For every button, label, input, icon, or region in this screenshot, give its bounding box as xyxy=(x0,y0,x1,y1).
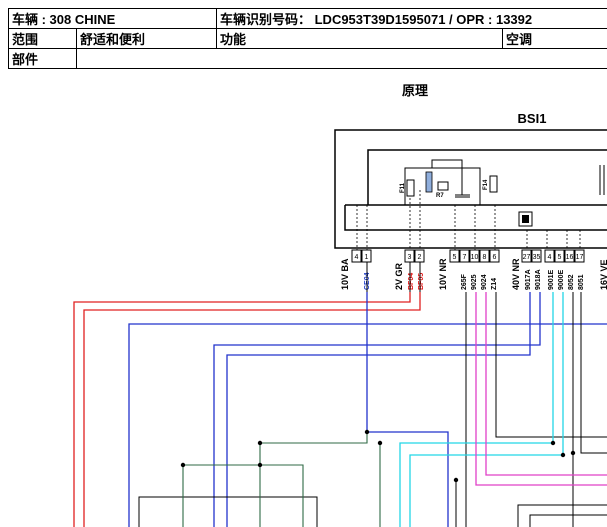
svg-text:35: 35 xyxy=(533,254,541,261)
blue-wires xyxy=(128,292,607,527)
svg-text:17: 17 xyxy=(576,254,584,261)
connector-10v-ba: 10V BA xyxy=(340,258,350,290)
wire-label-bf04: BF04 xyxy=(408,273,415,290)
svg-text:6: 6 xyxy=(493,254,497,261)
wire-label-9017a: 9017A xyxy=(525,269,532,290)
pin-stubs xyxy=(366,262,421,292)
wire-label-9001e: 9001E xyxy=(548,269,555,290)
module-label: BSI1 xyxy=(518,111,547,126)
wire-label-z14: Z14 xyxy=(491,278,498,290)
wire-label-9018a: 9018A xyxy=(535,269,542,290)
magenta-wires xyxy=(475,292,607,486)
svg-text:10: 10 xyxy=(471,254,479,261)
junction-dots xyxy=(180,429,576,483)
fuse-f14-label: F14 xyxy=(483,179,489,190)
fuse-f11-label: F11 xyxy=(400,182,406,193)
connector-names: 10V BA 2V GR 10V NR 40V NR 16V VE xyxy=(340,258,607,290)
wire-label-8051: 8051 xyxy=(578,274,585,290)
relay-r7-label: R7 xyxy=(436,193,444,199)
part-label: 部件 xyxy=(8,48,77,69)
connector-pins xyxy=(351,249,585,263)
connector-10v-nr: 10V NR xyxy=(438,258,448,290)
bsi-module-box xyxy=(334,129,607,249)
svg-text:16: 16 xyxy=(566,254,574,261)
section-title: 原理 xyxy=(401,83,428,98)
wire-label-265f: 265F xyxy=(461,273,468,290)
red-wires xyxy=(73,292,421,527)
bsi-dashed-traces xyxy=(356,190,581,250)
svg-text:27: 27 xyxy=(523,254,531,261)
connector-pin-numbers: 4 1 3 2 5 7 10 8 6 27 35 4 5 16 17 xyxy=(355,254,584,261)
svg-text:2: 2 xyxy=(418,254,422,261)
wire-label-9024: 9024 xyxy=(481,274,488,290)
fuse-f11: F11 xyxy=(400,179,415,197)
svg-text:1: 1 xyxy=(365,254,369,261)
wire-label-9025: 9025 xyxy=(471,274,478,290)
connector-16v-ve: 16V VE xyxy=(599,259,607,290)
connector-2v-gr: 2V GR xyxy=(394,262,404,290)
svg-text:4: 4 xyxy=(355,254,359,261)
svg-text:4: 4 xyxy=(548,254,552,261)
black-wires xyxy=(138,292,607,527)
fuse-f14: F14 xyxy=(483,175,498,193)
svg-text:5: 5 xyxy=(453,254,457,261)
wire-label-bf05: BF05 xyxy=(418,273,425,290)
wire-label-8052: 8052 xyxy=(568,274,575,290)
svg-text:8: 8 xyxy=(483,254,487,261)
bsi-internal-lines xyxy=(404,159,605,205)
header-table: 车辆 : 308 CHINE 车辆识别号码： LDC953T39D1595071… xyxy=(8,8,607,69)
cyan-wires xyxy=(399,292,564,527)
green-wires xyxy=(182,432,381,527)
relay-r7: R7 xyxy=(425,171,449,199)
connector-40v-nr: 40V NR xyxy=(511,258,521,290)
svg-text:5: 5 xyxy=(558,254,562,261)
chip-icon xyxy=(518,211,533,227)
wire-label-9000e: 9000E xyxy=(558,269,565,290)
function-label: 功能 xyxy=(216,28,503,49)
svg-text:3: 3 xyxy=(408,254,412,261)
svg-text:7: 7 xyxy=(463,254,467,261)
